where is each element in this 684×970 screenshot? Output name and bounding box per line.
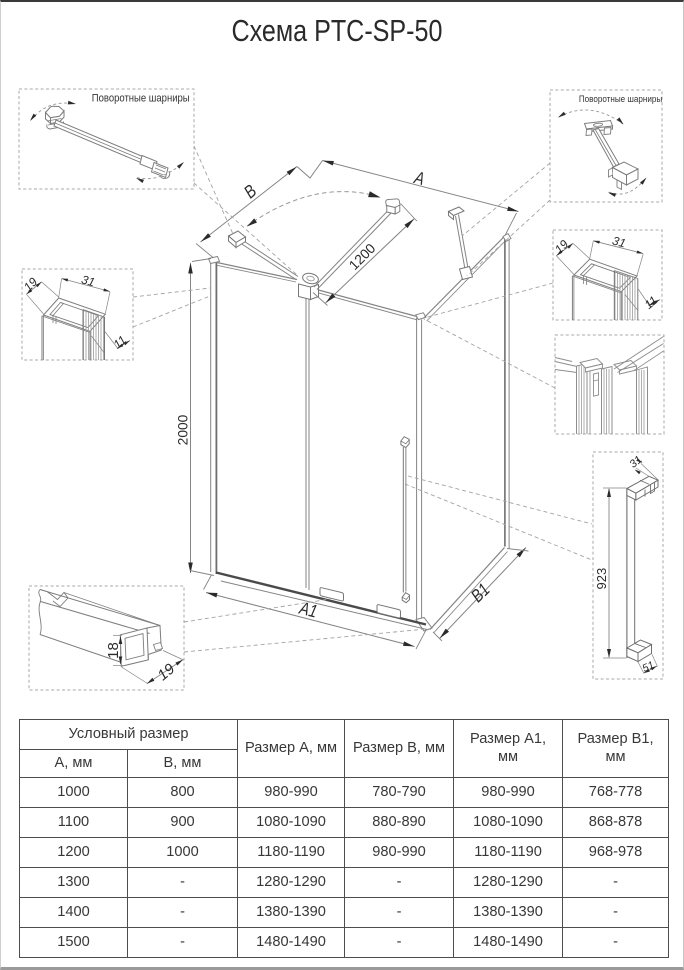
svg-text:18: 18 [105, 642, 122, 659]
svg-text:19: 19 [154, 660, 178, 684]
svg-text:B: B [240, 181, 260, 202]
svg-text:19: 19 [21, 275, 41, 295]
svg-text:11: 11 [642, 293, 661, 312]
svg-text:19: 19 [552, 237, 572, 257]
svg-text:31: 31 [80, 272, 97, 289]
svg-text:51: 51 [641, 659, 657, 675]
svg-text:923: 923 [594, 568, 609, 590]
svg-text:Поворотные шарниры: Поворотные шарниры [579, 94, 662, 105]
svg-text:A: A [411, 168, 426, 190]
svg-text:31: 31 [611, 234, 628, 251]
svg-text:11: 11 [111, 333, 130, 352]
svg-text:31: 31 [628, 454, 645, 471]
svg-text:Поворотные шарниры: Поворотные шарниры [92, 93, 190, 105]
svg-text:A1: A1 [297, 598, 320, 622]
svg-text:2000: 2000 [176, 414, 191, 445]
